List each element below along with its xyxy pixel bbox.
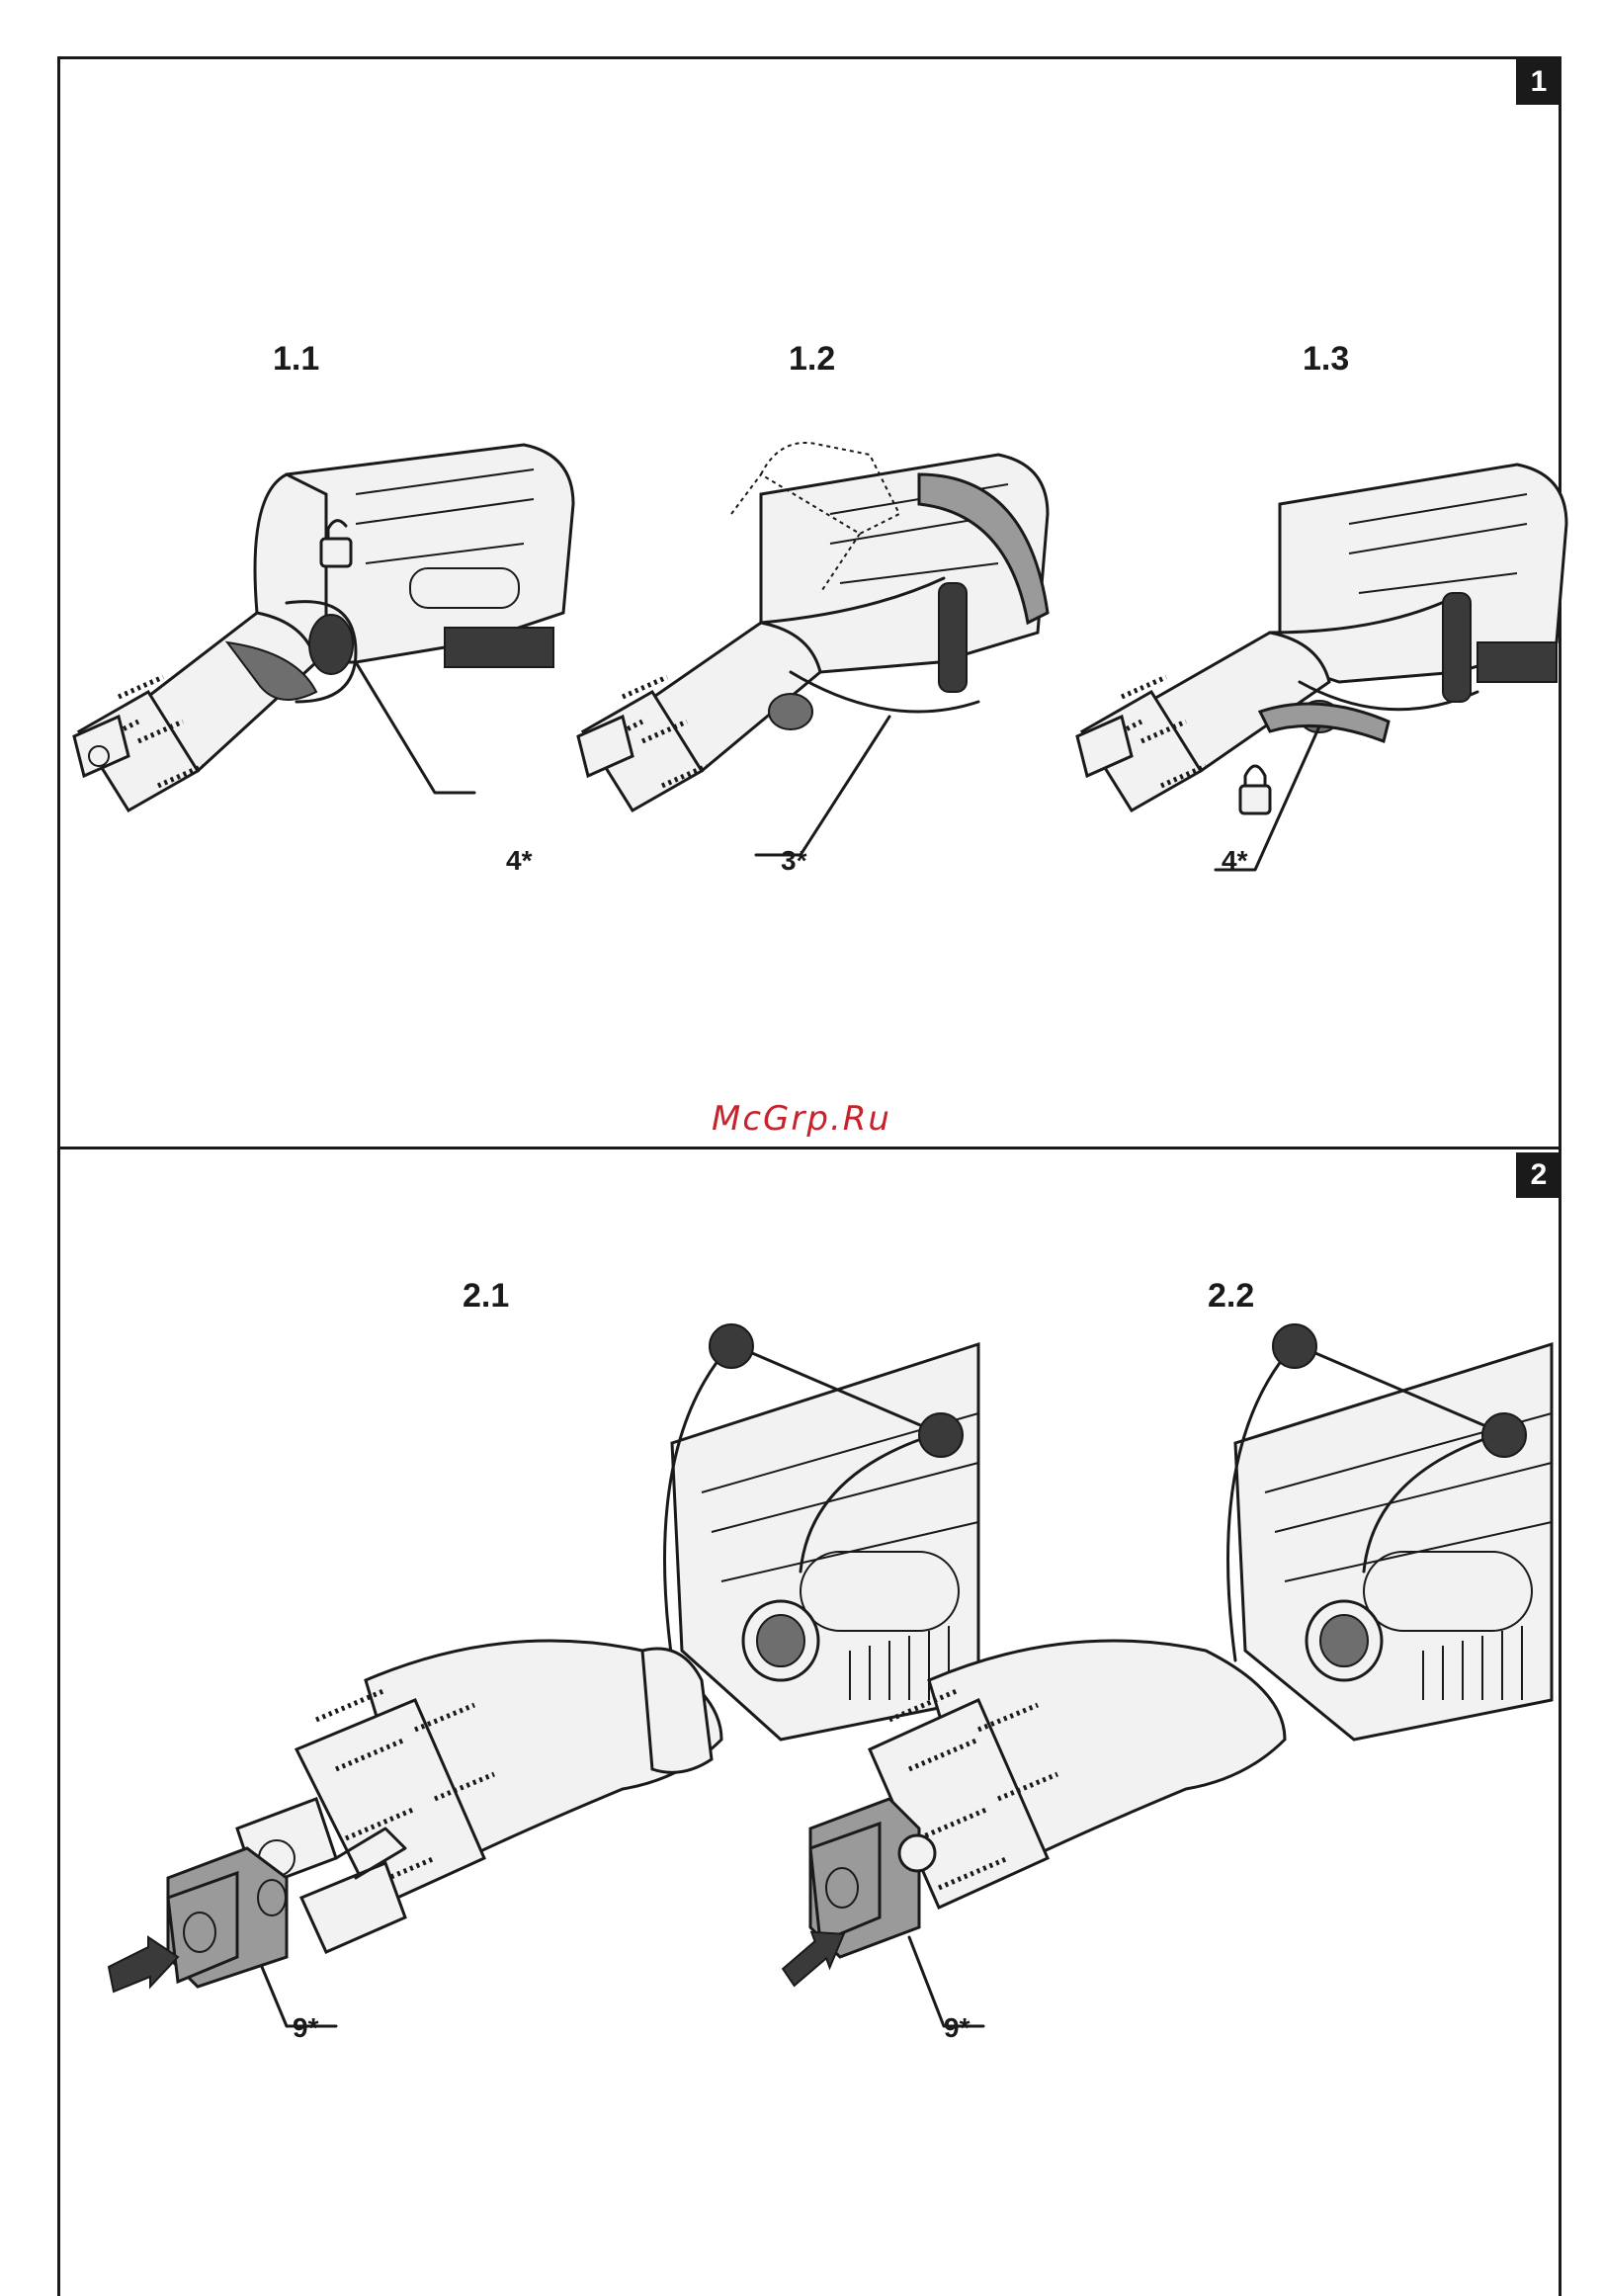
figure-1-3-breaker-side-handle-lock (1062, 415, 1576, 890)
callout-2-1-sleeve: 9* (293, 2012, 318, 2044)
step-2-1-label: 2.1 (463, 1277, 509, 1316)
figure-2-2-remove-sleeve (771, 1324, 1561, 2036)
watermark: McGrp.Ru (0, 1099, 1603, 1139)
step-1-1-label: 1.1 (273, 340, 319, 379)
step-1-3-label: 1.3 (1303, 340, 1349, 379)
figure-1-1-breaker-side-handle-unlock (59, 415, 573, 890)
section-2-number-badge: 2 (1516, 1152, 1561, 1198)
step-1-2-label: 1.2 (789, 340, 835, 379)
callout-1-3-side-handle-knob: 4* (1222, 845, 1247, 877)
figure-1-2-breaker-side-handle-rotate (563, 415, 1077, 890)
step-2-2-label: 2.2 (1208, 1277, 1254, 1316)
callout-1-2-side-handle: 3* (781, 845, 806, 877)
section-1-number-badge: 1 (1516, 59, 1561, 105)
section-divider (57, 1147, 1561, 1149)
callout-1-1-side-handle-knob: 4* (506, 845, 532, 877)
callout-2-2-sleeve: 9* (944, 2012, 970, 2044)
